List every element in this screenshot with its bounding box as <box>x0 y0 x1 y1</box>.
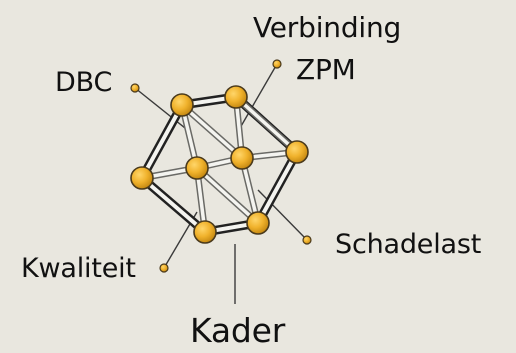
pointer-schadelast-line <box>257 189 308 241</box>
pointer-schadelast-dot <box>302 235 312 245</box>
node-center-right <box>230 146 254 170</box>
node-left <box>130 166 154 190</box>
label-dbc: DBC <box>55 67 113 98</box>
pointer-kwaliteit-dot <box>159 263 169 273</box>
label-zpm: ZPM <box>296 53 356 86</box>
label-kwaliteit: Kwaliteit <box>21 253 136 284</box>
pointer-dbc-dot <box>130 83 140 93</box>
node-bottom-left <box>193 220 217 244</box>
pointer-zpm-dot <box>272 59 282 69</box>
pointer-zpm-line <box>239 63 278 129</box>
node-center-left <box>185 156 209 180</box>
node-right <box>285 140 309 164</box>
label-verbinding: Verbinding <box>253 11 402 44</box>
pointer-dots <box>130 59 312 273</box>
label-schadelast: Schadelast <box>335 229 482 260</box>
cube-struts <box>138 93 301 236</box>
node-bottom-right <box>246 211 270 235</box>
pointer-dbc-line <box>134 87 191 133</box>
node-top-right <box>224 85 248 109</box>
label-kader: Kader <box>190 311 286 350</box>
cube-nodes <box>130 85 309 244</box>
node-top-left <box>170 93 194 117</box>
